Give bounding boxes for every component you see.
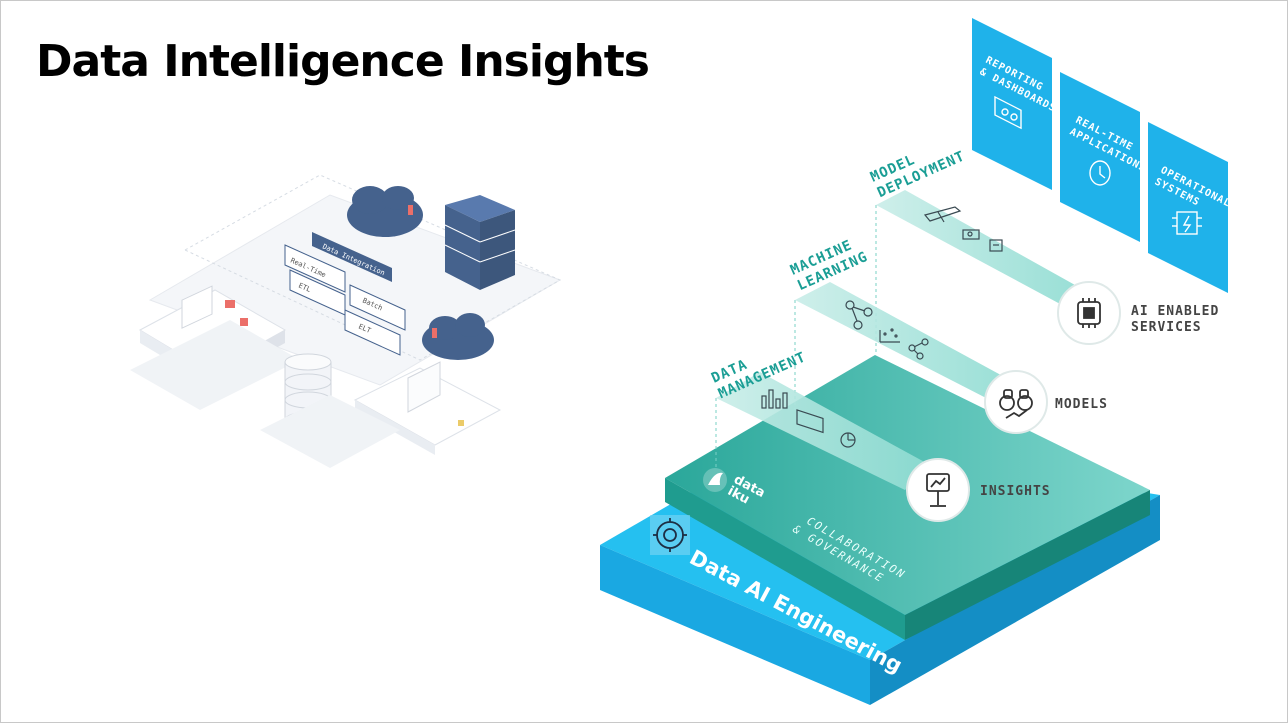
airplane-icon bbox=[923, 206, 962, 223]
bird-icon bbox=[708, 472, 723, 485]
report-icon bbox=[796, 409, 824, 434]
bar-chart-icon bbox=[761, 389, 788, 409]
ai-services-node: AI ENABLED SERVICES bbox=[1057, 281, 1228, 345]
cloud-icon bbox=[347, 186, 423, 237]
pie-chart-icon bbox=[840, 432, 856, 448]
models-node: MODELS bbox=[984, 370, 1108, 434]
insights-node: INSIGHTS bbox=[906, 458, 1051, 522]
clock-icon bbox=[1089, 160, 1111, 186]
cloud-icon bbox=[422, 313, 494, 360]
models-label: MODELS bbox=[1055, 397, 1108, 412]
cpu-icon bbox=[1172, 211, 1202, 235]
chip-icon bbox=[1077, 298, 1101, 328]
svg-text:MODEL DEPLOYMENT: MODEL DEPLOYMENT bbox=[868, 133, 968, 202]
svg-text:AI ENABLED SERVICES: AI ENABLED SERVICES bbox=[1131, 304, 1228, 335]
binoculars-icon bbox=[999, 389, 1033, 419]
dashboard-icon bbox=[994, 95, 1022, 130]
ai-gear-icon bbox=[653, 518, 687, 552]
tile-operational: OPERATIONAL SYSTEMS bbox=[1148, 122, 1232, 293]
data-integration-header bbox=[312, 232, 392, 282]
tile-reporting: REPORTING & DASHBOARDS bbox=[972, 18, 1058, 190]
dataiku-logo: data iku bbox=[703, 468, 767, 508]
insights-label: INSIGHTS bbox=[980, 484, 1051, 499]
device-icon bbox=[989, 239, 1003, 252]
ai-services-label-1: AI ENABLED bbox=[1131, 304, 1219, 319]
ai-services-label-2: SERVICES bbox=[1131, 320, 1202, 335]
tile-realtime: REAL-TIME APPLICATIONS bbox=[1060, 72, 1148, 242]
scatter-icon bbox=[879, 328, 900, 343]
left-integration-diagram: Data Integration Real-Time ETL Batch ELT bbox=[130, 174, 562, 468]
machine-learning-beam bbox=[795, 282, 1010, 400]
graph-nodes-icon bbox=[908, 338, 929, 360]
slide-title: Data Intelligence Insights bbox=[36, 36, 650, 87]
api-icon bbox=[962, 229, 980, 240]
server-stack-icon bbox=[444, 195, 516, 290]
kiosk-icon bbox=[926, 473, 950, 507]
deployment-beam bbox=[876, 190, 1075, 305]
network-icon bbox=[845, 300, 873, 330]
beam-icons bbox=[761, 206, 1003, 448]
